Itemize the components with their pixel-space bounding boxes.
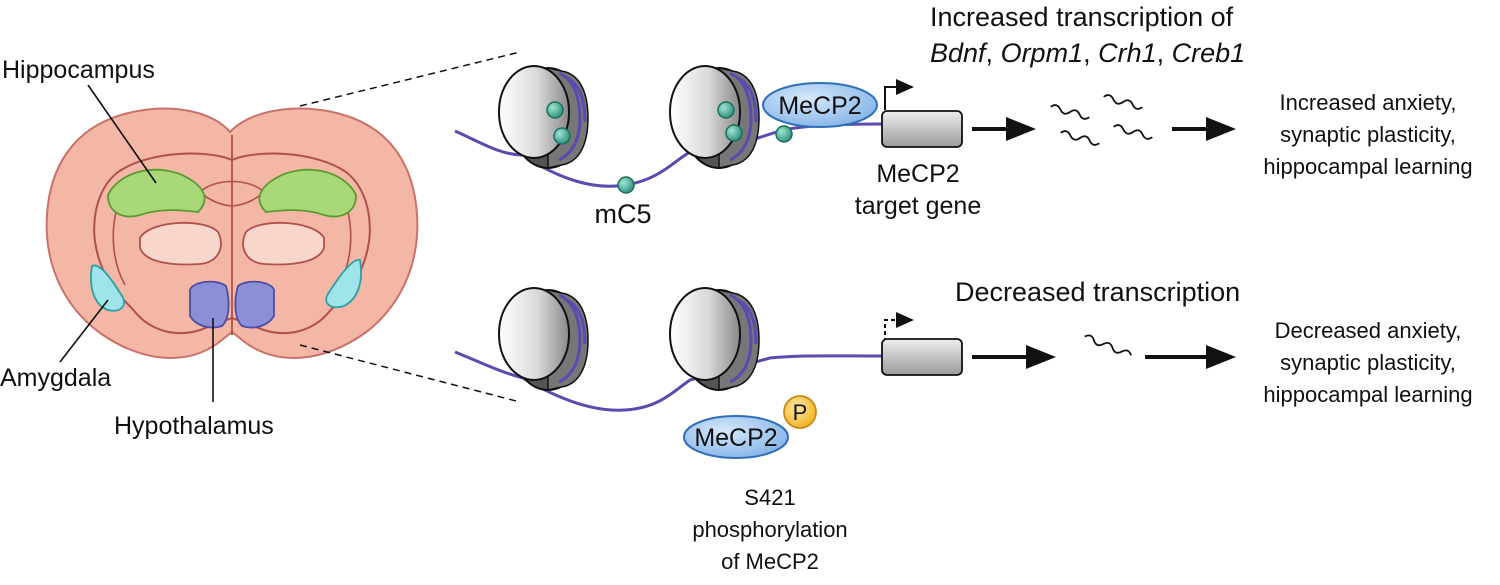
hypothalamus-right (234, 280, 275, 329)
phospho-caption-line3: of MeCP2 (721, 549, 819, 574)
nucleosome-top-2 (669, 65, 760, 169)
bottom-outcome-line1: Decreased anxiety, (1275, 318, 1462, 343)
target-gene-box (881, 110, 963, 148)
amygdala-callout (59, 299, 109, 363)
gene-name: Orpm1 (1001, 38, 1084, 68)
mrna-squiggle (1060, 130, 1100, 146)
mrna-squiggle (1103, 94, 1143, 110)
nucleosome-bottom-1 (498, 287, 589, 391)
mecp2-released (683, 415, 789, 459)
top-outcome-line2: synaptic plasticity, (1280, 122, 1456, 147)
brain-section: Hippocampus Amygdala Hypothalamus (0, 51, 521, 440)
bottom-title: Decreased transcription (955, 277, 1240, 307)
methyl-mark (775, 125, 793, 143)
mecp2-bound (762, 82, 878, 128)
methyl-mark (717, 101, 735, 119)
methyl-mark (617, 176, 635, 194)
mrna-squiggle (1050, 104, 1090, 120)
arrow-gene-to-mrna-top-head (1006, 117, 1036, 141)
hippocampus-right (258, 168, 357, 218)
mrna-squiggle (1113, 124, 1153, 140)
hypothalamus-left (189, 280, 230, 329)
hippocampus-callout (87, 84, 157, 184)
top-outcome-line3: hippocampal learning (1263, 154, 1472, 179)
methyl-mark (546, 101, 564, 119)
target-gene-label-line2: target gene (855, 192, 982, 220)
nucleosome-bottom-2 (669, 287, 760, 391)
inner-cortex-boundary (93, 152, 371, 335)
phospho-badge-label: P (793, 400, 808, 425)
arrow-mrna-to-outcome-top-head (1206, 117, 1236, 141)
mecp2-released-label: MeCP2 (694, 424, 777, 452)
gene-list: Bdnf, Orpm1, Crh1, Creb1 (930, 38, 1245, 68)
bottom-panel: MeCP2 P S421 phosphorylation of MeCP2 De… (454, 277, 1473, 574)
arrow-gene-to-mrna-bottom-head (1026, 345, 1056, 369)
methyl-mark (553, 127, 571, 145)
target-gene-label-line1: MeCP2 (876, 160, 959, 188)
mrna-squiggle (1084, 334, 1132, 356)
zoom-line-top (299, 51, 521, 107)
gene-name: Bdnf (930, 38, 988, 68)
top-outcome-line1: Increased anxiety, (1280, 90, 1457, 115)
ventricle-left (139, 221, 222, 266)
hypothalamus-label: Hypothalamus (114, 412, 274, 440)
phospho-caption-line1: S421 (744, 485, 795, 510)
amygdala-left (90, 264, 125, 312)
bottom-outcome-line2: synaptic plasticity, (1280, 350, 1456, 375)
top-panel: MeCP2 MeCP2 target gene mC5 Increased tr… (454, 2, 1473, 229)
arrow-mrna-to-outcome-bottom-head (1206, 345, 1236, 369)
tss-arrow-dashed (884, 312, 914, 342)
target-gene-box-bottom (881, 338, 963, 376)
amygdala-right (325, 259, 362, 309)
corpus-callosum (198, 180, 266, 207)
top-title-line1: Increased transcription of (930, 2, 1234, 32)
tss-arrow-solid (884, 79, 914, 110)
ventricle-right (242, 221, 325, 266)
phospho-caption-line2: phosphorylation (692, 517, 847, 542)
hippocampus-label: Hippocampus (2, 56, 155, 84)
methyl-label: mC5 (594, 199, 651, 229)
gene-name: Crh1 (1098, 38, 1157, 68)
phospho-badge (783, 395, 817, 429)
methyl-mark (725, 124, 743, 142)
zoom-line-bottom (299, 344, 521, 403)
gene-name: Creb1 (1172, 38, 1246, 68)
amygdala-label: Amygdala (0, 364, 111, 392)
mecp2-bound-label: MeCP2 (778, 92, 861, 120)
bottom-outcome-line3: hippocampal learning (1263, 382, 1472, 407)
